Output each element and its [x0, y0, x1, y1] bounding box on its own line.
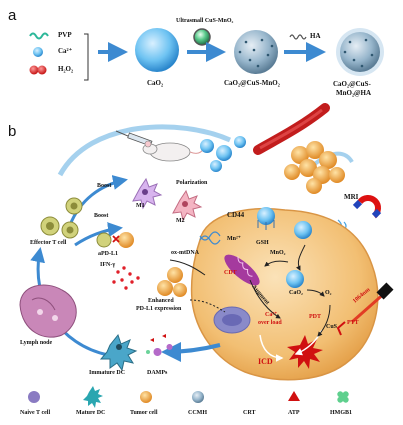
- panel-label-b: b: [8, 123, 17, 140]
- lymph-node: [19, 284, 77, 338]
- ha-label: HA: [310, 32, 321, 40]
- panel-b: [19, 103, 394, 408]
- cao2-label: CaO₂: [147, 79, 164, 87]
- naive-t-cell-icon: [28, 391, 40, 403]
- h2o2-icon: [29, 65, 39, 75]
- effector-t-cells: [40, 197, 83, 239]
- cao2-sphere: [135, 28, 179, 72]
- bracket: [84, 33, 89, 81]
- mri-label: MRI: [344, 193, 359, 201]
- cus-mno2-particle: [193, 28, 211, 46]
- crt-icon: [244, 391, 250, 403]
- legend-hmgb1: HMGB1: [330, 410, 352, 416]
- cus-label: CuS: [326, 324, 338, 330]
- mn2-label: Mn²⁺: [227, 236, 241, 242]
- calcium-ion-icon: [33, 47, 43, 57]
- m1-macrophage: [132, 177, 163, 210]
- ox-mtdna-label: ox-mtDNA: [171, 250, 199, 256]
- legend-crt: CRT: [243, 410, 256, 416]
- gsh-label: GSH: [256, 240, 269, 246]
- ultrasmall-label: Ultrasmall CuS-MnO₂: [176, 18, 234, 24]
- cao2-ha-label-1: CaO₂@CuS-: [333, 80, 371, 88]
- icd-burst: [287, 335, 323, 369]
- m2-label: M2: [176, 218, 185, 224]
- legend-mature-dc: Mature DC: [76, 410, 106, 416]
- boost-label-1: Boost: [97, 183, 112, 189]
- cao2-cus-mno2-sphere: [234, 30, 278, 74]
- cao2-ha-label-2: MnO₂@HA: [336, 89, 372, 97]
- cao2-cell-label: CaO₂: [289, 290, 303, 296]
- cd44-receptor-np: [257, 207, 275, 225]
- ca-overload-label-1: Ca²⁺: [265, 312, 278, 318]
- hmgb1-icon: [337, 391, 349, 403]
- o2-label: O₂: [325, 290, 332, 296]
- polarization-label: Polarization: [176, 180, 208, 186]
- apd-l1-icon: [112, 235, 120, 243]
- immature-dc-label: Immature DC: [89, 370, 126, 376]
- calcium-label: Ca²⁺: [58, 47, 73, 55]
- panel-label-a: a: [8, 7, 17, 24]
- legend-atp: ATP: [288, 410, 300, 416]
- damps-label: DAMPs: [147, 370, 168, 376]
- h2o2-label: H₂O₂: [58, 65, 74, 73]
- circulation-arc: [57, 124, 232, 177]
- surface-dots: [238, 38, 274, 68]
- pdt-label: PDT: [309, 314, 321, 320]
- cao2-cus-mno2-label: CaO₂@CuS-MnO₂: [224, 79, 280, 87]
- legend-naive-t-cell: Naive T cell: [20, 410, 51, 416]
- effector-t-label: Effector T cell: [30, 240, 67, 246]
- magnet-icon: [352, 195, 382, 219]
- enhanced-label-1: Enhanced: [148, 298, 174, 304]
- tumor-cell-icon: [140, 391, 152, 403]
- cdt-label: CDT: [224, 270, 237, 276]
- icd-label: ICD: [258, 357, 273, 366]
- enhanced-label-2: PD-L1 expression: [136, 306, 182, 312]
- laser-beam: [351, 290, 387, 324]
- m1-label: M1: [136, 203, 145, 209]
- pvp-label: PVP: [58, 31, 72, 39]
- ccmh-icon: [192, 391, 204, 403]
- atp-icon: [288, 391, 300, 401]
- tumor-cluster: [284, 141, 345, 194]
- legend-tumor-cell: Tumor cell: [130, 410, 158, 416]
- m2-macrophage: [172, 189, 203, 222]
- h2o2-icon-2: [37, 65, 47, 75]
- tumor-cell: [190, 208, 379, 381]
- mature-dc-icon: [83, 386, 103, 408]
- cd44-label: CD44: [227, 211, 245, 219]
- ox-mtdna-icon: [199, 231, 221, 245]
- mouse-icon: [142, 140, 205, 162]
- laser-icon: [376, 282, 394, 300]
- ptt-label: PTT: [347, 320, 359, 326]
- legend-ccmh: CCMH: [188, 410, 207, 416]
- ifn-gamma-label: IFN-γ: [100, 262, 116, 268]
- pvp-icon: [29, 32, 49, 40]
- ha-icon: [289, 34, 307, 40]
- panel-a: [29, 28, 384, 81]
- legend-icons: [28, 386, 349, 408]
- immature-dc: [99, 333, 138, 372]
- lymph-node-label: Lymph node: [20, 340, 53, 346]
- damps-cluster: [146, 334, 173, 356]
- mitochondria-icon: [224, 254, 260, 286]
- ifn-gamma-dots: [112, 266, 140, 290]
- mno2-label: MnO₂: [270, 250, 286, 256]
- ca-overload-label-2: over load: [258, 320, 282, 326]
- boost-label-2: Boost: [94, 213, 109, 219]
- apd-l1-label: aPD-L1: [98, 251, 118, 257]
